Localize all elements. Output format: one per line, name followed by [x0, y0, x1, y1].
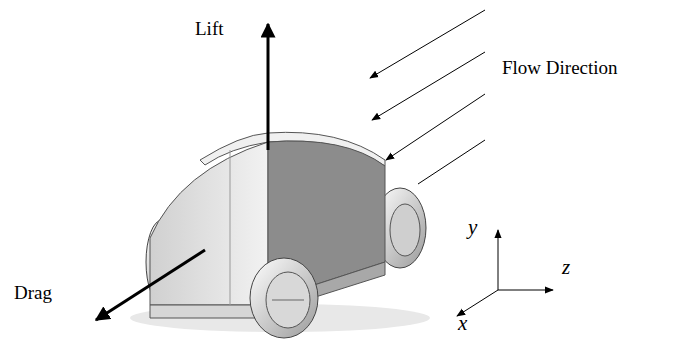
hub-line: [272, 300, 304, 301]
wheel-hub: [266, 272, 310, 328]
flow-arrow: [370, 10, 485, 78]
drag-arrow: [96, 250, 205, 320]
door-line: [230, 150, 231, 305]
wheel-hub: [390, 204, 420, 256]
lift-arrow: [267, 24, 270, 150]
force-label: Lift: [195, 19, 224, 40]
axis-label: y: [468, 216, 477, 239]
axis-label: x: [458, 312, 467, 335]
flow-arrow: [372, 52, 485, 120]
side-panel: [150, 142, 268, 305]
front-left-wheel: [250, 258, 318, 338]
flow-arrow: [418, 140, 485, 184]
flow-label: Flow Direction: [502, 58, 618, 79]
force-label: Drag: [14, 283, 52, 304]
y-axis: [498, 230, 499, 290]
z-axis: [498, 290, 553, 291]
axis-label: z: [562, 256, 570, 279]
